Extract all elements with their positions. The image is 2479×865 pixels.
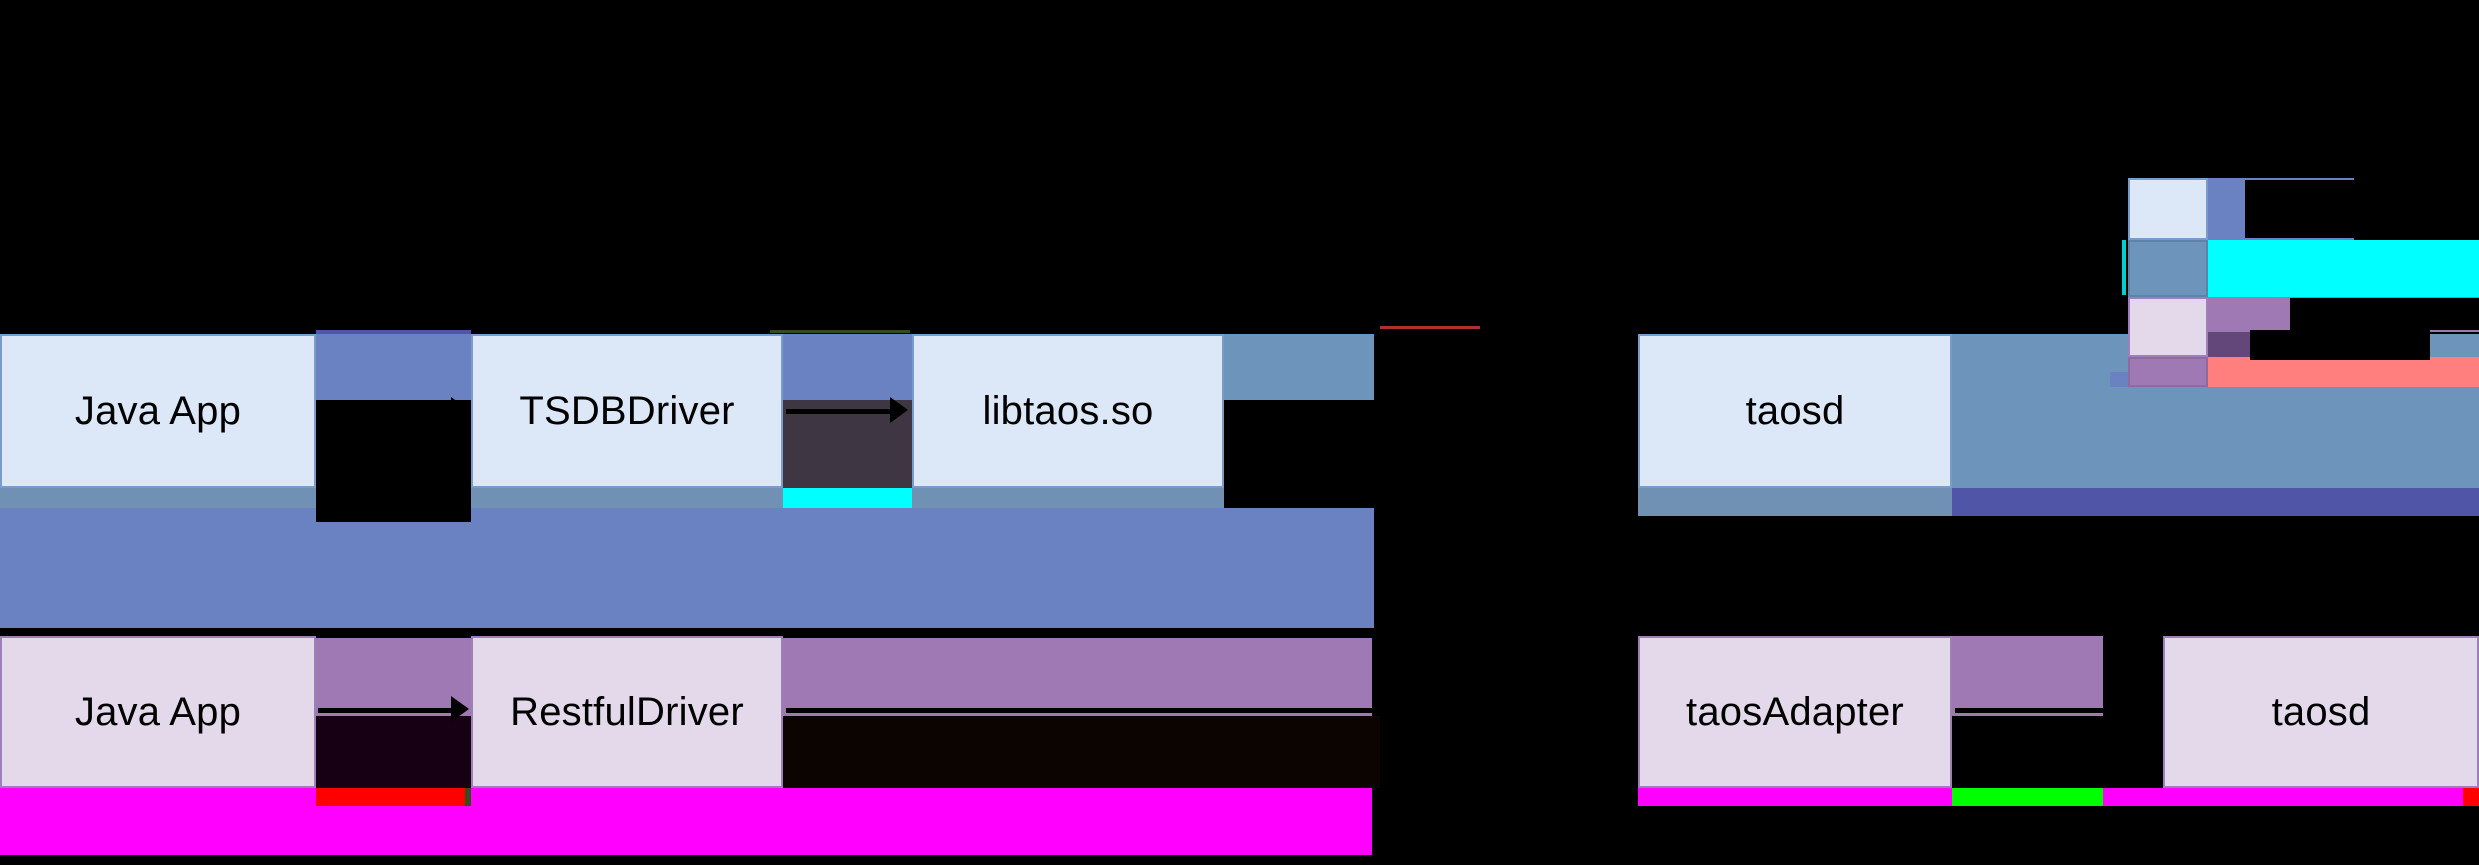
- rest-underline-3-top: [1638, 788, 1952, 806]
- legend-edge-tick-cyan-top: [2122, 240, 2126, 295]
- node-tsdb-driver[interactable]: TSDBDriver: [471, 334, 783, 488]
- node-label: Java App: [74, 388, 242, 433]
- node-java-app-rest[interactable]: Java App: [0, 636, 316, 788]
- node-taosd-rest-top[interactable]: taosd: [2163, 636, 2479, 788]
- arrow-java-to-tsdbdriver-head: [451, 397, 469, 423]
- native-band-3-mask: [1224, 400, 1374, 520]
- native-underline-4-top: [1638, 488, 1952, 516]
- native-row-tick-red-top: [1380, 326, 1480, 329]
- legend-band-4-top: [2200, 357, 2479, 387]
- rest-band-1: [316, 636, 471, 729]
- native-row-tick-indigo: [316, 330, 471, 334]
- rest-row-top-gap: [0, 628, 1380, 638]
- native-band-1-mask: [316, 400, 471, 505]
- rest-underline-green-top: [1952, 788, 2103, 806]
- arrow-tsdbdriver-to-libtaos-line: [786, 409, 892, 414]
- top-redaction-mask: [0, 0, 2479, 326]
- legend-swatch-rest-box-top: [2128, 297, 2208, 357]
- rest-underline-1: [0, 788, 316, 855]
- native-underline-indigo-top: [1952, 488, 2479, 516]
- rest-underline-red: [316, 788, 471, 806]
- rest-band-3-top: [1952, 636, 2103, 716]
- native-lower-band-notch: [316, 508, 471, 522]
- rest-underline-1b: [316, 806, 471, 855]
- legend-text-mask-3a-top: [2290, 298, 2479, 330]
- legend-swatch-rest-band-top: [2128, 357, 2208, 387]
- arrow-javarest-to-restfuldriver-head: [451, 696, 469, 722]
- rest-underline-red-2-top: [2463, 788, 2479, 806]
- node-restful-driver[interactable]: RestfulDriver: [471, 636, 783, 788]
- arrow-javarest-to-restfuldriver-line: [318, 708, 453, 713]
- native-lower-band: [0, 508, 1380, 628]
- arrow-taosadapter-to-taosd-line-top: [1955, 708, 2141, 713]
- rest-band-2-mask: [783, 716, 1380, 788]
- rest-band-2: [783, 636, 1372, 729]
- legend-text-mask-3b-top: [2250, 330, 2430, 360]
- node-libtaos-so[interactable]: libtaos.so: [912, 334, 1224, 488]
- arrow-libtaos-to-taosd-line-top: [1226, 409, 1618, 414]
- legend-swatch-native-band-top: [2128, 240, 2208, 297]
- legend-band-2-top: [2200, 240, 2479, 297]
- node-label: RestfulDriver: [510, 689, 744, 734]
- rest-band-1-mask: [316, 716, 471, 788]
- node-label: taosAdapter: [1686, 689, 1904, 734]
- rest-underline-2: [471, 788, 1372, 855]
- node-label: Java App: [74, 689, 242, 734]
- mid-gap-mask: [1380, 508, 1638, 638]
- arrow-restfuldriver-to-taosadapter-line-top: [786, 708, 1616, 713]
- rest-band-3-mask: [1952, 716, 2103, 788]
- node-label: libtaos.so: [982, 388, 1154, 433]
- arrow-taosadapter-to-taosd-head-top: [2139, 696, 2157, 722]
- arrow-tsdbdriver-to-libtaos-head: [890, 397, 908, 423]
- legend-text-mask-1-top: [2245, 180, 2479, 238]
- right-mid-mask: [1952, 516, 2479, 636]
- legend-edge-tick-slate-top: [2110, 372, 2128, 387]
- arrow-restfuldriver-to-taosadapter-head-top: [1614, 696, 1632, 722]
- rest-underline-4-top: [2163, 788, 2463, 806]
- arrow-libtaos-to-taosd-head-top: [1616, 397, 1634, 423]
- node-taos-adapter-top[interactable]: taosAdapter: [1638, 636, 1952, 788]
- rest-underline-green-tick: [465, 788, 473, 806]
- arrow-java-to-tsdbdriver-line: [318, 409, 453, 414]
- node-taosd-native-top[interactable]: taosd: [1638, 334, 1952, 488]
- node-label: taosd: [1745, 388, 1845, 433]
- lower-gap-mask-2: [1380, 788, 1638, 865]
- native-mid-gap-mask: [1380, 326, 1638, 508]
- node-label: taosd: [2271, 689, 2371, 734]
- native-row-tick-green: [770, 330, 910, 333]
- legend-swatch-native-box-top: [2128, 178, 2208, 240]
- node-label: TSDBDriver: [519, 388, 735, 433]
- node-java-app-native[interactable]: Java App: [0, 334, 316, 488]
